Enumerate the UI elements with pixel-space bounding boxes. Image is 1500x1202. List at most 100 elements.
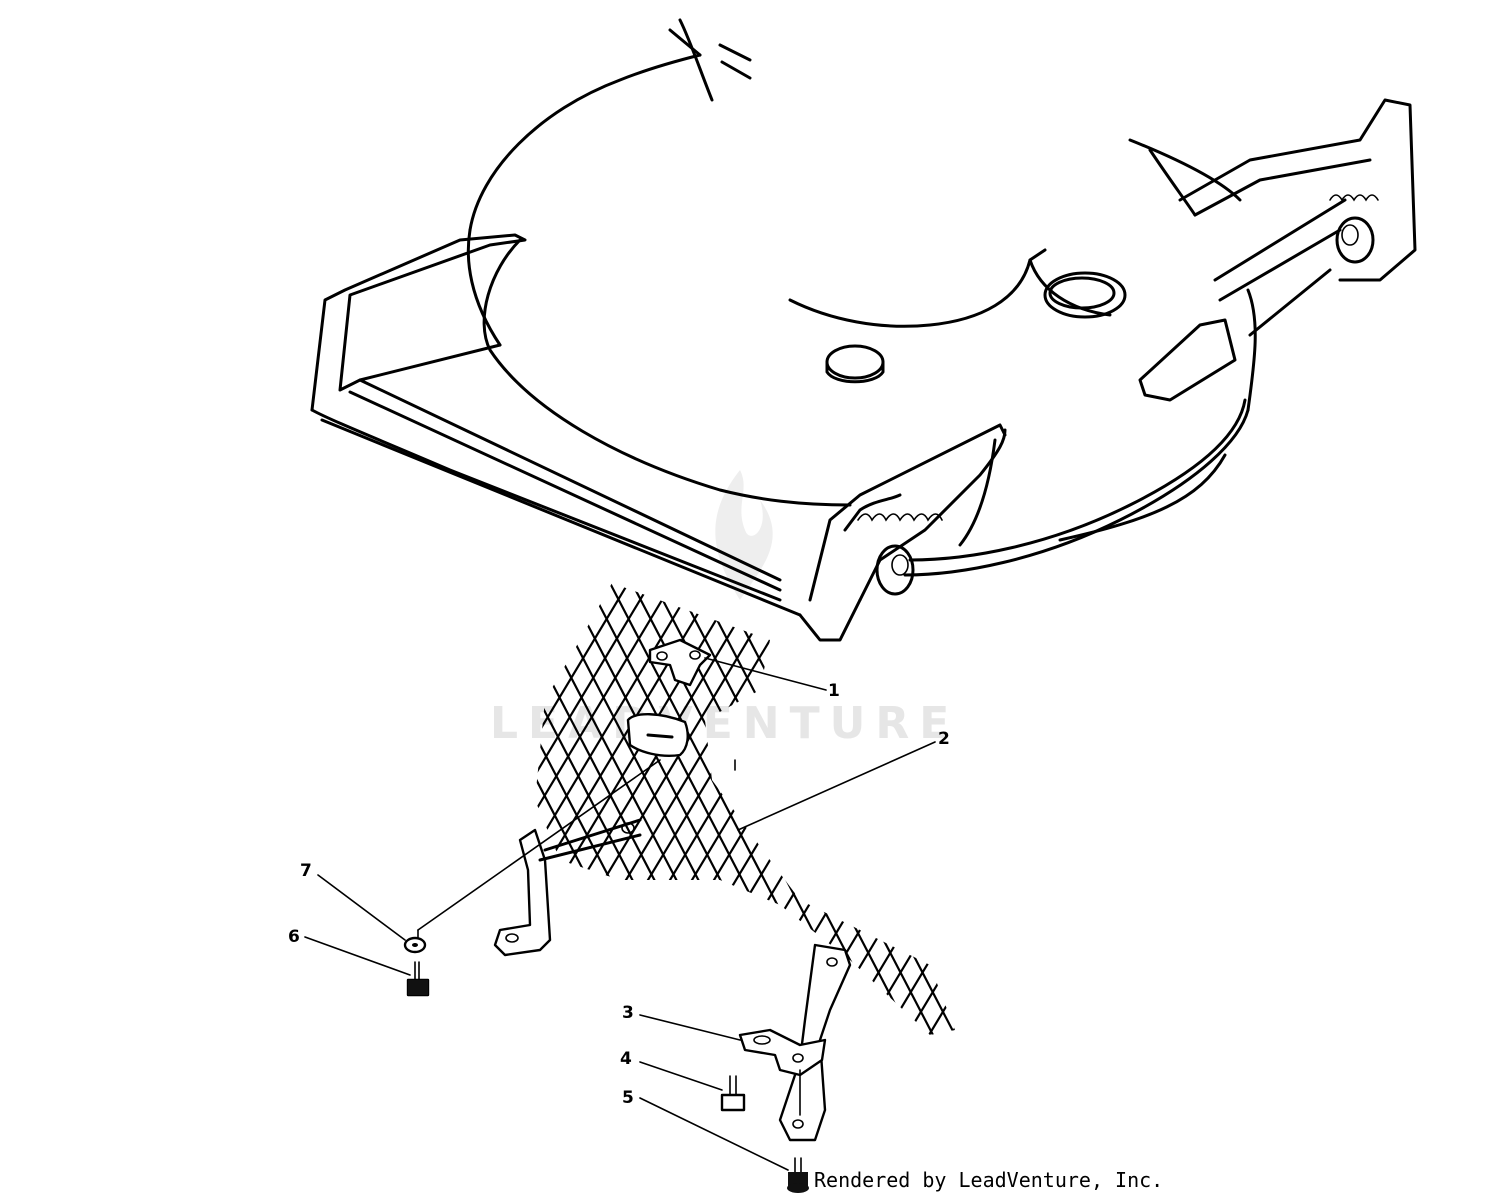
mesh-strand: [715, 583, 955, 1035]
mesh-strand: [927, 583, 955, 1035]
mesh-strand: [1134, 560, 1434, 1060]
mesh-strand: [1398, 560, 1500, 1060]
mesh-strand: [210, 560, 510, 1060]
callout-3: 3: [622, 1003, 634, 1023]
mesh-strand: [994, 560, 1254, 1060]
mesh-strand: [1478, 560, 1500, 1060]
mesh-strand: [1310, 560, 1500, 1060]
mesh-strand: [0, 560, 132, 1060]
mesh-strand: [56, 560, 356, 1060]
mesh-strand: [649, 583, 951, 1035]
watermark: LEADVENTURE: [490, 470, 949, 749]
mesh-strand: [1016, 560, 1276, 1060]
mesh-strand: [0, 560, 22, 1060]
mesh-strand: [1456, 560, 1500, 1060]
bolt-part-6: [406, 961, 430, 997]
mesh-strand: [0, 560, 220, 1060]
mesh-strand: [78, 560, 378, 1060]
mesh-strand: [891, 583, 955, 1035]
mesh-strand: [535, 583, 775, 1035]
mesh-strand: [729, 583, 955, 1035]
mesh-strand: [663, 583, 925, 1035]
mesh-strand: [751, 583, 955, 1035]
mesh-strand: [825, 583, 955, 1035]
mesh-strand: [0, 560, 198, 1060]
mesh-strand: [1156, 560, 1456, 1060]
render-credit: Rendered by LeadVenture, Inc.: [814, 1168, 1164, 1192]
mesh-strand: [0, 560, 92, 1060]
mesh-strand: [0, 560, 158, 1060]
mesh-strand: [605, 583, 907, 1035]
mesh-strand: [180, 560, 440, 1060]
mesh-strand: [100, 560, 400, 1060]
mesh-strand: [4, 560, 264, 1060]
mesh-strand: [1288, 560, 1500, 1060]
mesh-strand: [803, 583, 955, 1035]
mesh-strand: [1434, 560, 1500, 1060]
mesh-strand: [535, 583, 617, 1035]
mesh-strand: [1192, 560, 1452, 1060]
mesh-strand: [949, 583, 955, 1035]
mower-deck-housing: [310, 18, 1417, 642]
bolt-part-4: [720, 1075, 746, 1112]
mesh-strand: [535, 583, 709, 1035]
mesh-strand: [535, 583, 819, 1035]
mesh-strand: [913, 583, 955, 1035]
mesh-strand: [1368, 560, 1500, 1060]
mesh-strand: [1258, 560, 1500, 1060]
mesh-strand: [1244, 560, 1500, 1060]
mesh-strand: [0, 560, 70, 1060]
mesh-strand: [268, 560, 528, 1060]
mesh-strand: [1170, 560, 1430, 1060]
mesh-strand: [1024, 560, 1324, 1060]
mesh-strand: [847, 583, 955, 1035]
mesh-strand: [158, 560, 418, 1060]
mesh-strand: [839, 583, 955, 1035]
mesh-strand: [232, 560, 532, 1060]
mesh-strand: [26, 560, 286, 1060]
mesh-strand: [0, 560, 180, 1060]
mesh-strand: [759, 583, 955, 1035]
mesh-strand: [188, 560, 488, 1060]
mesh-strand: [246, 560, 506, 1060]
mesh-strand: [535, 583, 595, 1035]
mesh-strand: [869, 583, 955, 1035]
mesh-strand: [535, 583, 665, 1035]
mesh-strand: [0, 560, 136, 1060]
mesh-strand: [1068, 560, 1368, 1060]
mesh-strand: [0, 560, 110, 1060]
mesh-strand: [535, 583, 705, 1035]
mesh-strand: [1376, 560, 1500, 1060]
mesh-strand: [0, 560, 290, 1060]
mesh-strand: [539, 583, 841, 1035]
mesh-strand: [535, 583, 683, 1035]
mesh-strand: [34, 560, 334, 1060]
callout-4: 4: [620, 1049, 632, 1069]
mesh-strand: [1280, 560, 1500, 1060]
part-3-clip: [738, 1028, 827, 1077]
mesh-strand: [1390, 560, 1500, 1060]
mesh-strand: [0, 560, 246, 1060]
mesh-strand: [627, 583, 929, 1035]
mesh-strand: [535, 583, 643, 1035]
mesh-strand: [817, 583, 955, 1035]
mesh-strand: [861, 583, 955, 1035]
mesh-strand: [1082, 560, 1342, 1060]
mesh-strand: [1302, 560, 1500, 1060]
hardware: [403, 936, 809, 1193]
mesh-strand: [1126, 560, 1386, 1060]
mesh-strand: [1178, 560, 1478, 1060]
callout-1: 1: [828, 681, 840, 701]
mesh-strand: [641, 583, 903, 1035]
callout-5: 5: [622, 1088, 634, 1108]
mesh-strand: [0, 560, 154, 1060]
mesh-strand: [0, 560, 176, 1060]
mesh-strand: [972, 560, 1232, 1060]
mesh-strand: [1346, 560, 1500, 1060]
mesh-strand: [1236, 560, 1496, 1060]
mesh-strand: [535, 583, 573, 1035]
mesh-grid: [0, 560, 1500, 1060]
mesh-strand: [1104, 560, 1364, 1060]
mesh-strand: [114, 560, 374, 1060]
